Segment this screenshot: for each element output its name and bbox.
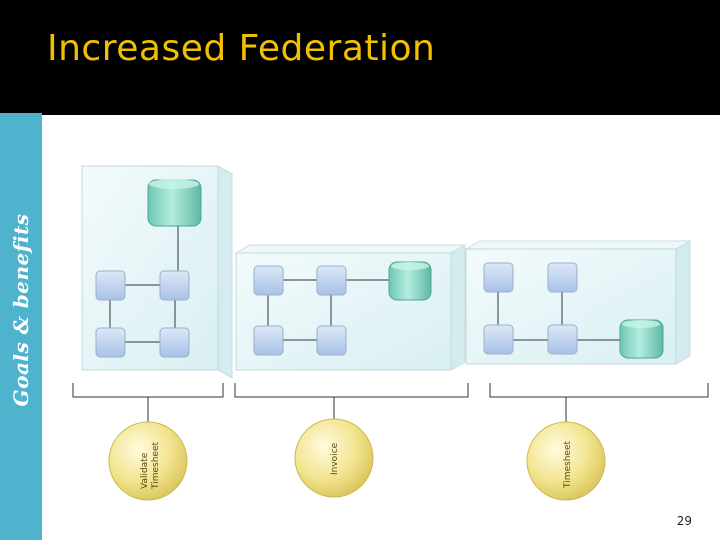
database-icon — [388, 261, 432, 301]
node-icon — [547, 262, 578, 293]
service-label-line: Timesheet — [151, 442, 161, 490]
node-icon — [483, 324, 514, 355]
section-label: Goals & benefits — [9, 213, 33, 407]
federation-diagram: Validate Timesheet Invoice Timesheet — [72, 165, 709, 501]
service-sphere-c: Timesheet — [526, 421, 606, 501]
service-sphere-b: Invoice — [294, 418, 374, 498]
bracket-lines — [72, 383, 709, 424]
service-label-line: Timesheet — [563, 441, 573, 489]
header-rule — [42, 113, 720, 115]
sidebar — [0, 113, 42, 540]
service-label-line: Validate — [140, 452, 150, 489]
container-a — [80, 165, 234, 379]
node-icon — [95, 270, 126, 301]
node-icon — [159, 270, 190, 301]
node-icon — [253, 325, 284, 356]
page-number: 29 — [676, 514, 692, 528]
container-b — [234, 244, 467, 371]
node-icon — [547, 324, 578, 355]
node-icon — [316, 325, 347, 356]
database-icon — [619, 319, 664, 359]
node-icon — [483, 262, 514, 293]
database-icon — [147, 179, 202, 227]
node-icon — [316, 265, 347, 296]
service-label-line: Invoice — [330, 442, 340, 475]
node-icon — [159, 327, 190, 358]
node-icon — [95, 327, 126, 358]
service-sphere-a: Validate Timesheet — [108, 421, 188, 501]
container-c — [464, 240, 692, 365]
node-icon — [253, 265, 284, 296]
slide-header: Increased Federation — [0, 0, 720, 113]
slide-title: Increased Federation — [47, 28, 436, 69]
